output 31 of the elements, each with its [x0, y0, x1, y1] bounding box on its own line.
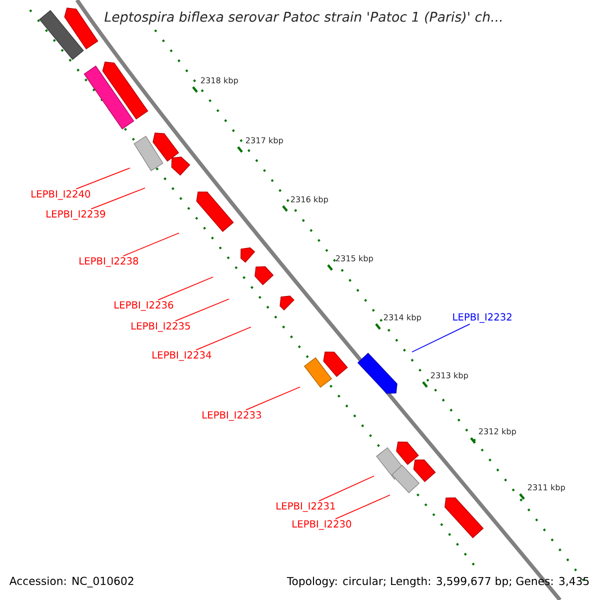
leader-line — [76, 168, 130, 190]
gene-label: LEPBI_I2233 — [202, 411, 261, 421]
gene-label: LEPBI_I2230 — [292, 520, 352, 530]
leader-line — [335, 494, 390, 520]
gene-label: LEPBI_I2236 — [114, 301, 174, 311]
gene-label: LEPBI_I2235 — [132, 322, 190, 332]
scale-label: 2318 kbp — [200, 77, 238, 85]
leader-line — [245, 386, 300, 410]
leader-line — [196, 326, 252, 350]
footer-text: Topology: circular; Length: 3,599,677 bp; Genes: 3,435 — [286, 576, 589, 588]
leader-line — [412, 324, 470, 352]
scale-label: 2312 kbp — [478, 428, 516, 436]
title: Leptospira biflexa serovar Patoc strain 'Patoc 1 (Paris)' ch... — [104, 12, 502, 24]
scale-label: 2313 kbp — [430, 372, 468, 380]
gene-label: LEPBI_I2234 — [152, 351, 212, 361]
scale-label: 2311 kbp — [528, 484, 565, 492]
scale-label: 2314 kbp — [384, 314, 421, 322]
leader-line — [175, 298, 230, 322]
scale-label: 2315 kbp — [336, 255, 373, 263]
scale-label: 2317 kbp — [246, 137, 283, 145]
leader-line — [90, 188, 146, 210]
gene-label: LEPBI_I2231 — [276, 502, 335, 512]
leader-line — [158, 276, 214, 300]
gene-label: LEPBI_I2239 — [46, 210, 106, 220]
gene-label: LEPBI_I2238 — [80, 257, 138, 267]
gene-label: LEPBI_I2232 — [453, 313, 512, 323]
leader-line — [318, 476, 374, 502]
footer-text: Accession: NC_010602 — [9, 576, 134, 588]
gene-label: LEPBI_I2240 — [32, 190, 90, 200]
leader-line — [122, 232, 180, 256]
scale-label: 2316 kbp — [290, 196, 328, 204]
